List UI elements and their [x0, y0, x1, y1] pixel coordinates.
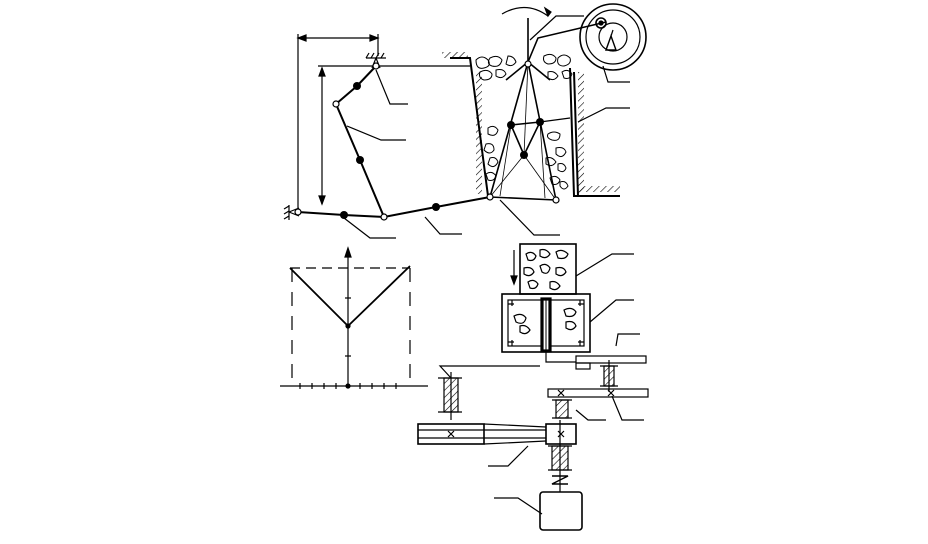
rocks-chamber — [475, 53, 573, 190]
gear-pair-middle — [547, 388, 649, 419]
hopper — [510, 243, 577, 295]
leader-lines-linkage — [343, 69, 560, 239]
wall-hatch-left — [476, 72, 482, 194]
drive-rod — [527, 21, 607, 63]
wall-hatch-top — [442, 52, 468, 58]
belt-drive — [417, 423, 577, 445]
rotation-arc — [501, 6, 552, 18]
leader-lines-right — [539, 65, 630, 123]
ground-support-left — [283, 205, 300, 220]
joints-filled — [340, 82, 544, 219]
joints-open — [294, 60, 560, 221]
flywheel — [579, 3, 647, 71]
wall-hatch-right — [578, 72, 584, 194]
gear-pair-upper — [545, 352, 647, 392]
motion-plot — [280, 246, 428, 389]
chamber-walls — [450, 57, 620, 197]
leader-lines-lower — [488, 253, 644, 515]
motor — [539, 491, 583, 531]
linkage-dimensions — [296, 34, 470, 212]
jaw-frame — [489, 18, 557, 201]
motor-shaft — [548, 420, 572, 492]
shaft-left — [438, 365, 540, 420]
crushing-box — [501, 293, 591, 353]
axis-ticks — [299, 297, 397, 389]
wall-hatch-bottom — [578, 186, 620, 192]
leader-top — [529, 15, 584, 41]
